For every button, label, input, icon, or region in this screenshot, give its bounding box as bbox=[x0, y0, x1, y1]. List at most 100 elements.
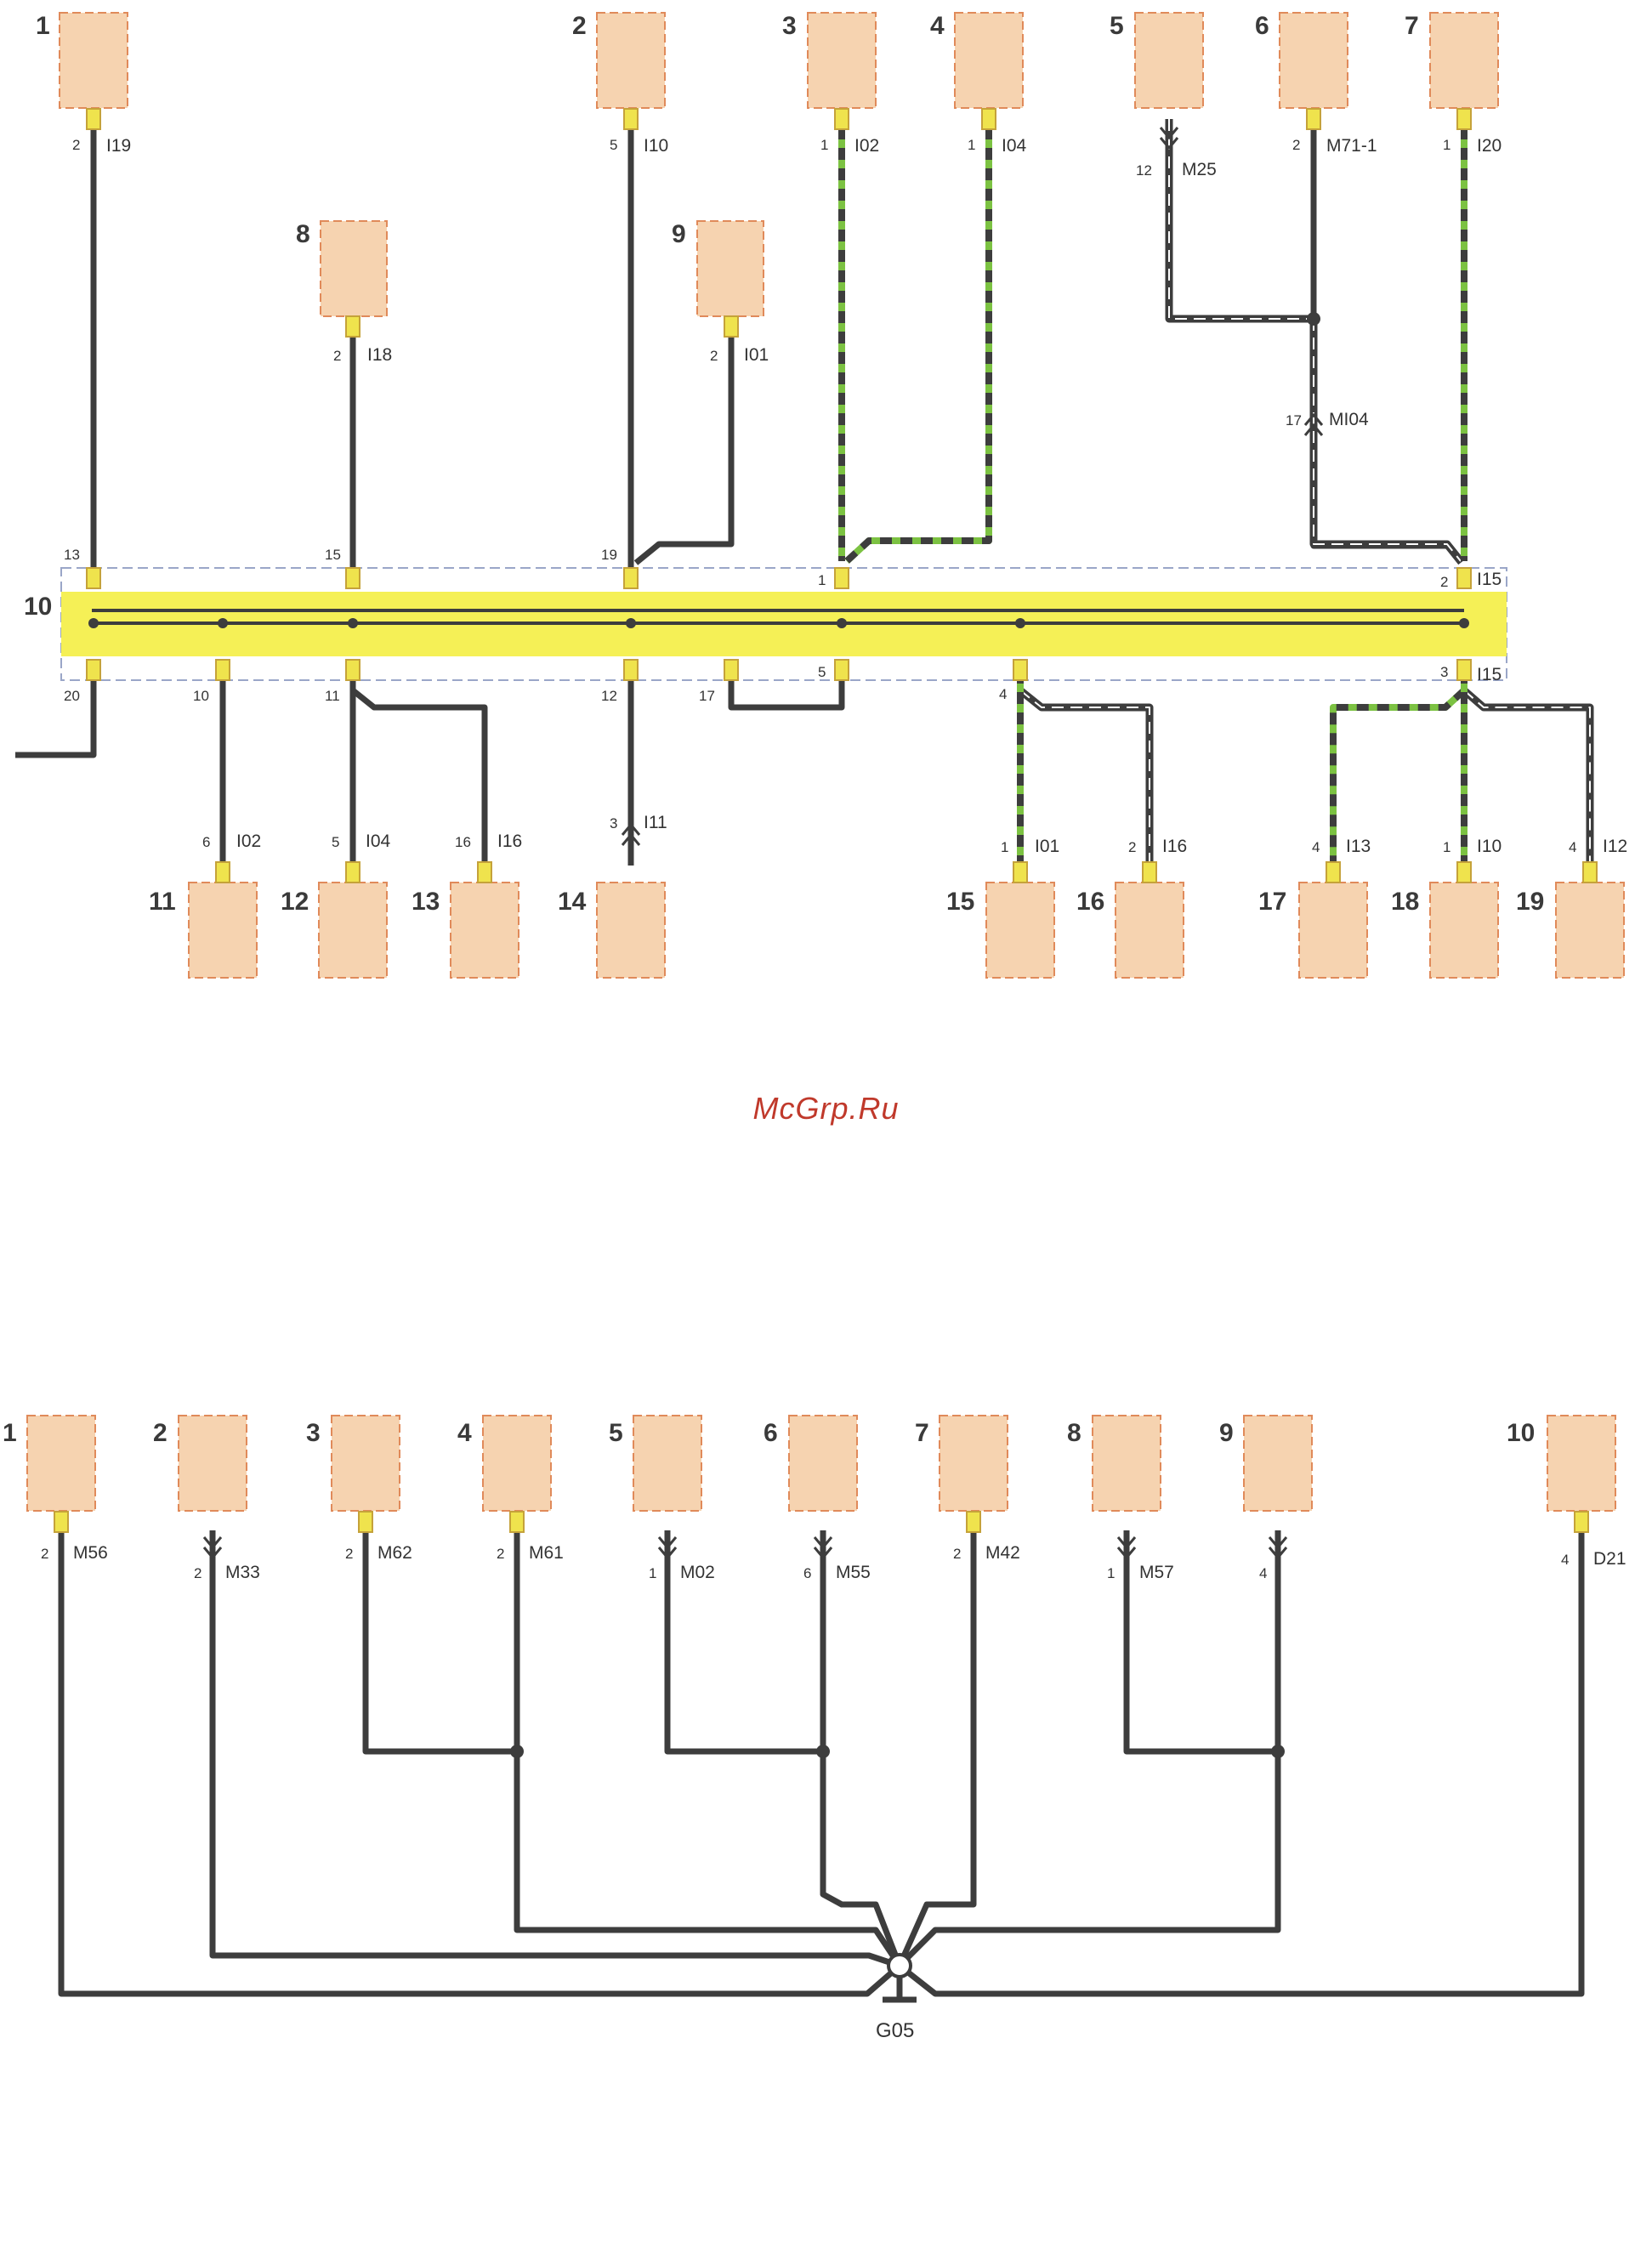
connector-code: M02 bbox=[680, 1563, 715, 1582]
component-number: 9 bbox=[672, 220, 686, 248]
component-number: 16 bbox=[1076, 888, 1104, 916]
connector-code: I16 bbox=[497, 832, 522, 851]
pin-number: 1 bbox=[1001, 839, 1008, 855]
connector-code: M55 bbox=[836, 1563, 871, 1582]
connector-code: I15 bbox=[1477, 665, 1502, 684]
top-diagram: 1 2 3 4 5 6 7 8 9 10 11 12 13 14 15 16 1… bbox=[15, 12, 1627, 978]
component-number: 7 bbox=[915, 1419, 929, 1447]
component-number: 4 bbox=[930, 12, 945, 40]
component-number: 8 bbox=[1067, 1419, 1081, 1447]
connector-code: M42 bbox=[985, 1543, 1020, 1563]
pin-number: 2 bbox=[953, 1546, 961, 1562]
splice-dots bbox=[88, 312, 1469, 628]
pin-number: 2 bbox=[710, 348, 718, 364]
pin-number: 5 bbox=[332, 834, 339, 850]
connector-code: I10 bbox=[644, 136, 668, 156]
connector-code: M71-1 bbox=[1326, 136, 1377, 156]
pin-number: 4 bbox=[1259, 1565, 1267, 1581]
ground-label: G05 bbox=[876, 2019, 914, 2042]
bottom-components bbox=[27, 1416, 1615, 1511]
pin-number: 1 bbox=[1107, 1565, 1115, 1581]
component-number: 6 bbox=[1255, 12, 1269, 40]
component-number: 15 bbox=[946, 888, 974, 916]
connector-code: M61 bbox=[529, 1543, 564, 1563]
pin-number: 2 bbox=[1292, 137, 1300, 153]
pin-number: 2 bbox=[333, 348, 341, 364]
pin-number: 2 bbox=[194, 1565, 202, 1581]
pin-number: 4 bbox=[1569, 839, 1576, 855]
bus-pin-number: 13 bbox=[64, 547, 80, 563]
connector-code: I19 bbox=[106, 136, 131, 156]
component-number: 8 bbox=[296, 220, 310, 248]
component-number: 7 bbox=[1405, 12, 1419, 40]
pin-number: 12 bbox=[1136, 162, 1152, 179]
pin-number: 1 bbox=[968, 137, 975, 153]
bus-pin-number: 4 bbox=[999, 686, 1007, 702]
connector-code: I18 bbox=[367, 345, 392, 365]
connector-code: M62 bbox=[378, 1543, 412, 1563]
pin-number: 1 bbox=[820, 137, 828, 153]
connector-code: M56 bbox=[73, 1543, 108, 1563]
pin-number: 1 bbox=[649, 1565, 656, 1581]
component-number: 14 bbox=[558, 888, 587, 916]
component-number: 12 bbox=[281, 888, 309, 916]
component-number: 17 bbox=[1258, 888, 1286, 916]
bottom-terminals bbox=[54, 1512, 1588, 1532]
pin-number: 5 bbox=[610, 137, 617, 153]
component-number: 1 bbox=[36, 12, 50, 40]
component-number: 11 bbox=[149, 888, 176, 916]
pin-number: 1 bbox=[1443, 137, 1450, 153]
pin-number: 1 bbox=[1443, 839, 1450, 855]
bus-pin-number: 12 bbox=[601, 688, 617, 704]
component-number: 18 bbox=[1391, 888, 1419, 916]
component-number: 5 bbox=[1110, 12, 1124, 40]
connector-code: MI04 bbox=[1329, 410, 1369, 429]
connector-code: I02 bbox=[236, 832, 261, 851]
pin-number: 6 bbox=[202, 834, 210, 850]
bus-pin-number: 19 bbox=[601, 547, 617, 563]
component-number: 9 bbox=[1219, 1419, 1234, 1447]
connector-code: I20 bbox=[1477, 136, 1502, 156]
connector-code: M57 bbox=[1139, 1563, 1174, 1582]
connector-code: I16 bbox=[1162, 837, 1187, 856]
ground-wires bbox=[61, 1530, 1581, 2000]
striped-dark-wires bbox=[1020, 119, 1590, 866]
pin-number: 2 bbox=[1440, 574, 1448, 590]
bus-pin-number: 1 bbox=[818, 572, 826, 588]
component-number: 19 bbox=[1516, 888, 1544, 916]
connector-code: I13 bbox=[1346, 837, 1371, 856]
pin-number: 16 bbox=[455, 834, 471, 850]
component-number: 1 bbox=[3, 1419, 17, 1447]
bus-pin-number: 5 bbox=[818, 664, 826, 680]
component-number: 2 bbox=[153, 1419, 167, 1447]
connector-code: I04 bbox=[1002, 136, 1027, 156]
bus-pin-number: 20 bbox=[64, 688, 80, 704]
component-number: 6 bbox=[764, 1419, 778, 1447]
connector-code: I01 bbox=[744, 345, 769, 365]
pin-number: 3 bbox=[610, 815, 617, 832]
pin-number: 2 bbox=[345, 1546, 353, 1562]
connector-code: I12 bbox=[1603, 837, 1627, 856]
component-number: 5 bbox=[609, 1419, 623, 1447]
pin-number: 2 bbox=[41, 1546, 48, 1562]
connector-code: I02 bbox=[854, 136, 879, 156]
component-number: 2 bbox=[572, 12, 587, 40]
bottom-connector-labels: 2 M56 2 M33 2 M62 2 M61 1 M02 6 M55 2 M4… bbox=[41, 1543, 1626, 1582]
component-number: 3 bbox=[782, 12, 797, 40]
bus-pin-number: 10 bbox=[193, 688, 209, 704]
pin-number: 2 bbox=[72, 137, 80, 153]
connector-code: M33 bbox=[225, 1563, 260, 1582]
bus-pin-number: 11 bbox=[325, 688, 340, 704]
component-number: 10 bbox=[24, 593, 52, 621]
component-number: 13 bbox=[412, 888, 440, 916]
pin-number: 2 bbox=[497, 1546, 504, 1562]
component-number: 4 bbox=[457, 1419, 472, 1447]
connector-code: I01 bbox=[1035, 837, 1059, 856]
pin-number: 4 bbox=[1312, 839, 1320, 855]
connector-code: I11 bbox=[644, 813, 667, 832]
component-number: 10 bbox=[1507, 1419, 1535, 1447]
watermark: McGrp.Ru bbox=[0, 1091, 1652, 1127]
component-number: 3 bbox=[306, 1419, 321, 1447]
bottom-diagram: 1 2 3 4 5 6 7 8 9 10 2 M56 2 M33 2 M62 2… bbox=[3, 1416, 1626, 2042]
connector-code: M25 bbox=[1182, 160, 1217, 179]
